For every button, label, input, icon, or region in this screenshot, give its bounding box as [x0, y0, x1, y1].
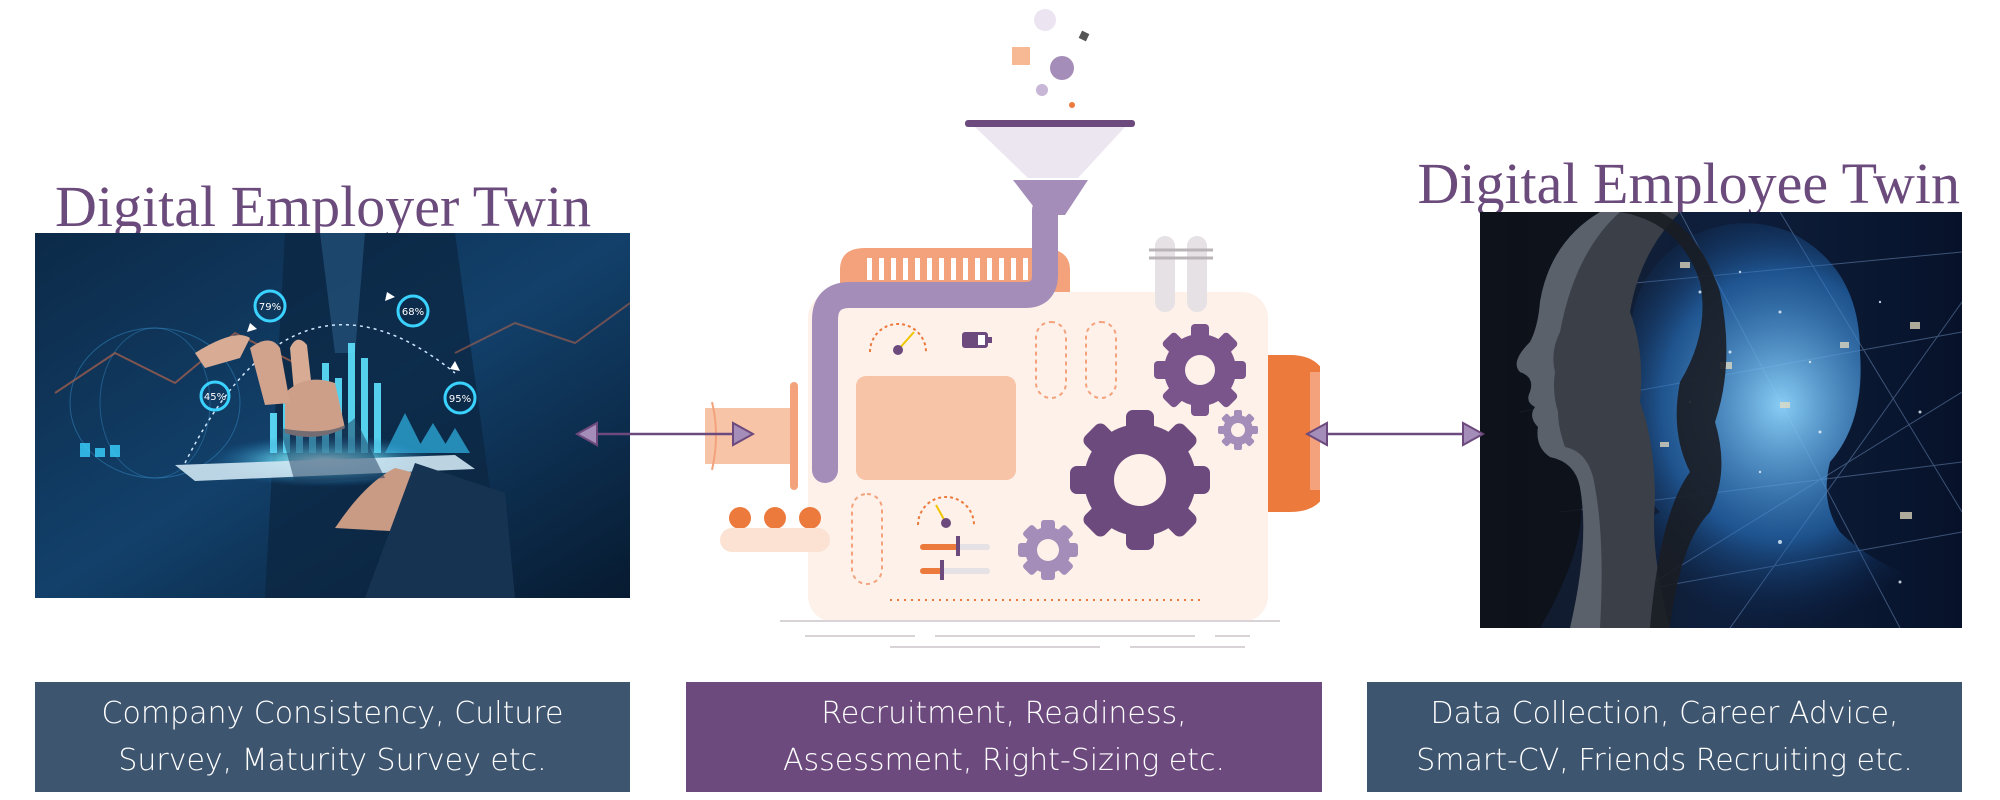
gear-icon	[1018, 520, 1078, 580]
funnel-bowl	[975, 127, 1125, 178]
particle-square	[1012, 47, 1030, 65]
particle-dot	[1036, 84, 1048, 96]
employee-twin-description: Data Collection, Career Advice, Smart-CV…	[1367, 682, 1962, 792]
gauge-top	[869, 323, 927, 355]
particle-dot	[1034, 9, 1056, 31]
gauge-label: 95%	[449, 394, 471, 405]
output-nozzle	[1268, 355, 1320, 512]
bidirectional-arrow-right	[1305, 421, 1485, 447]
particle-square	[1078, 30, 1090, 42]
gauge-bottom	[917, 496, 975, 528]
gauge-label: 79%	[259, 302, 281, 313]
process-description: Recruitment, Readiness, Assessment, Righ…	[686, 682, 1322, 792]
machine-screen	[856, 376, 1016, 480]
process-machine-illustration	[705, 9, 1320, 648]
employer-twin-description: Company Consistency, Culture Survey, Mat…	[35, 682, 630, 792]
description-line: Company Consistency, Culture	[101, 696, 564, 731]
particle-dot	[1050, 56, 1074, 80]
gear-icon	[1218, 410, 1258, 450]
gauge-label: 68%	[402, 307, 424, 318]
description-line: Data Collection, Career Advice,	[1430, 696, 1899, 731]
funnel-rim	[965, 120, 1135, 127]
gear-icon	[1154, 324, 1246, 416]
description-line: Survey, Maturity Survey etc.	[118, 743, 547, 778]
employer-twin-photo: 79% 68% 45% 95%	[35, 233, 630, 598]
gauge-label: 45%	[204, 392, 226, 403]
description-line: Assessment, Right-Sizing etc.	[782, 743, 1226, 778]
particle-dot	[1069, 102, 1075, 108]
employer-twin-title: Digital Employer Twin	[55, 174, 592, 239]
employee-twin-photo	[1480, 212, 1962, 628]
description-line: Smart-CV, Friends Recruiting etc.	[1416, 743, 1913, 778]
bidirectional-arrow-left	[575, 421, 755, 447]
gear-icon	[1070, 410, 1210, 550]
employee-twin-title: Digital Employee Twin	[1417, 151, 1960, 216]
feed-pipe	[812, 197, 1058, 483]
description-line: Recruitment, Readiness,	[821, 696, 1187, 731]
